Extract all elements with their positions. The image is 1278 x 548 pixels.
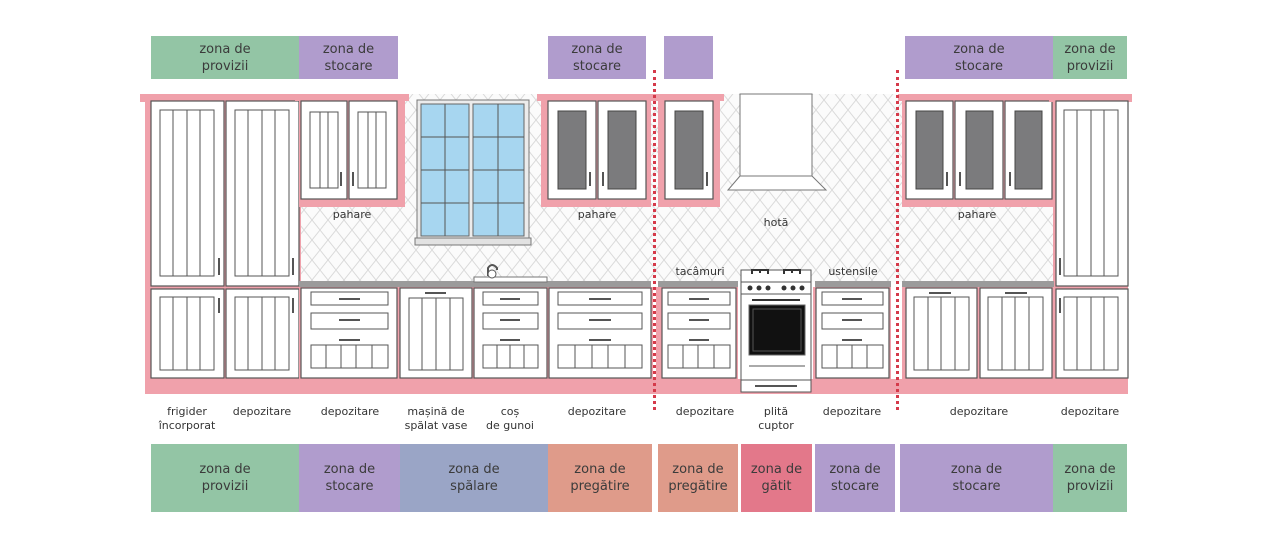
tall-unit-left [140,94,306,380]
countertop-1 [299,281,651,288]
bottom-zone-provizii-left: zona de provizii [151,444,299,512]
bottom-zone-pregatire-2: zona de pregătire [658,444,738,512]
label-cos-gunoi: coș de gunoi [486,405,534,432]
top-zone-provizii-left: zona de provizii [151,36,299,79]
label-pahare-3: pahare [957,208,997,221]
bottom-zone-provizii-right: zona de provizii [1053,444,1127,512]
bottom-zone-stocare-2: zona de stocare [815,444,895,512]
section-separator-right [896,70,899,410]
range-hood [726,93,828,191]
base-drawer-cabinet-d [815,287,890,379]
label-tacamuri: tacâmuri [675,265,725,278]
section-separator-left [653,70,656,410]
label-pahare-1: pahare [332,208,372,221]
top-zone-stocare-1: zona de stocare [299,36,398,79]
top-zone-stocare-4: zona de stocare [905,36,1053,79]
label-hota: hotă [763,216,789,229]
bottom-zone-spalare: zona de spălare [400,444,548,512]
countertop-3 [815,281,891,288]
base-drawer-cabinet-c [661,287,737,379]
top-zone-stocare-2: zona de stocare [548,36,646,79]
label-depozitare-2: depozitare [320,405,380,418]
label-depozitare-7: depozitare [1060,405,1120,418]
upper-cabinet-1 [295,94,409,207]
label-depozitare-5: depozitare [822,405,882,418]
window [414,99,532,246]
label-ustensile: ustensile [828,265,878,278]
tall-unit-right [1049,94,1132,380]
dishwasher [399,287,473,379]
bottom-zone-stocare-3: zona de stocare [900,444,1053,512]
bottom-zone-gatit: zona de gătit [741,444,812,512]
base-drawer-cabinet-b [548,287,652,379]
sink-cabinet [473,264,548,379]
base-plinth [145,379,1128,394]
base-door-cabinets-e [905,287,1053,379]
bottom-zone-stocare-1: zona de stocare [299,444,400,512]
label-depozitare-4: depozitare [675,405,735,418]
top-zone-stocare-3 [664,36,713,79]
countertop-2 [658,281,738,288]
base-drawer-cabinet-a [300,287,398,379]
label-frigider: frigider încorporat [158,405,216,432]
stove-oven [740,269,812,393]
label-masina-spalat: mașină de spălat vase [404,405,468,432]
top-zone-provizii-right: zona de provizii [1053,36,1127,79]
label-pahare-2: pahare [577,208,617,221]
upper-cabinet-4 [898,94,1060,207]
bottom-zone-pregatire-1: zona de pregătire [548,444,652,512]
label-plita-cuptor: plită cuptor [758,405,794,432]
label-depozitare-3: depozitare [567,405,627,418]
upper-cabinet-2 [537,94,655,207]
label-depozitare-1: depozitare [232,405,292,418]
countertop-4 [902,281,1054,288]
label-depozitare-6: depozitare [949,405,1009,418]
upper-cabinet-3 [654,94,724,207]
